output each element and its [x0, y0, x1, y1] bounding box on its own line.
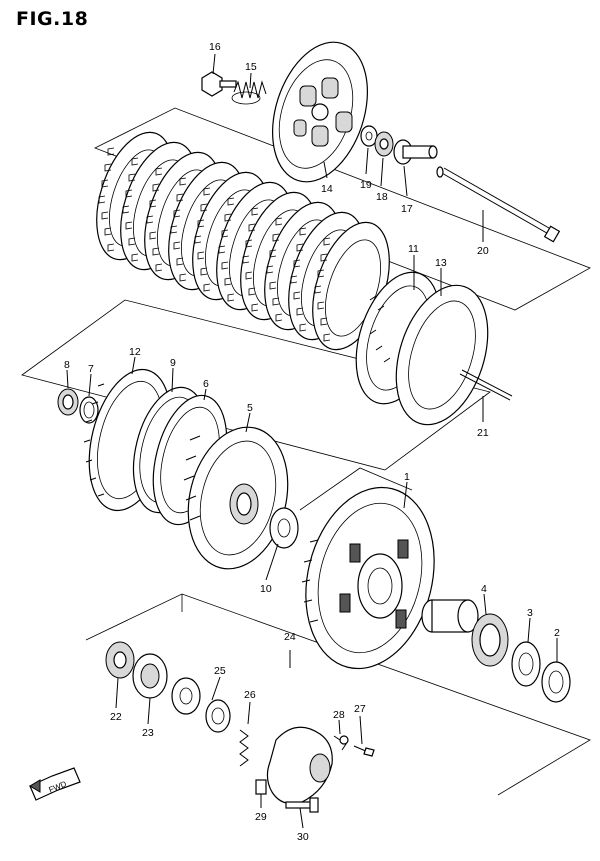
callout-28: 28 — [333, 709, 345, 721]
callout-2: 2 — [554, 627, 560, 639]
callout-17: 17 — [401, 203, 413, 215]
callout-30: 30 — [297, 831, 309, 843]
lifter-piece-17 — [393, 139, 438, 165]
washer-7 — [79, 396, 99, 424]
callout-27: 27 — [354, 703, 366, 715]
callout-4: 4 — [481, 583, 487, 595]
needle-bearing-4 — [471, 613, 509, 667]
leader-lines — [66, 53, 558, 829]
release-cover — [266, 726, 333, 805]
callout-8: 8 — [64, 359, 70, 371]
pressure-plate — [272, 41, 368, 183]
thrust-washer-10 — [269, 507, 299, 549]
cover-screw-30 — [285, 797, 319, 813]
callout-14: 14 — [321, 183, 333, 195]
callout-13: 13 — [435, 257, 447, 269]
oil-seal-22 — [105, 641, 135, 679]
dowel-pin-29 — [255, 779, 267, 795]
callout-5: 5 — [247, 402, 253, 414]
callout-16: 16 — [209, 41, 221, 53]
push-rod-20 — [436, 166, 561, 243]
callout-20: 20 — [477, 245, 489, 257]
cover-group-outline — [85, 593, 591, 796]
callout-23: 23 — [142, 727, 154, 739]
pressure-disc-13 — [395, 284, 489, 426]
callout-24: 24 — [284, 631, 296, 643]
callout-10: 10 — [260, 583, 272, 595]
callout-12: 12 — [129, 346, 141, 358]
clutch-bolt — [201, 71, 237, 97]
callout-26: 26 — [244, 689, 256, 701]
primary-group-outline — [299, 467, 413, 511]
forward-arrow-icon: FWD — [29, 767, 81, 801]
adjust-screw-27 — [353, 745, 375, 757]
clutch-housing-1 — [301, 486, 435, 670]
callout-19: 19 — [360, 179, 372, 191]
spacer-sleeve — [421, 599, 479, 633]
clutch-plate-stack — [96, 131, 390, 351]
callout-15: 15 — [245, 61, 257, 73]
callout-21: 21 — [477, 427, 489, 439]
callout-1: 1 — [404, 471, 410, 483]
return-spring-26 — [239, 729, 249, 767]
callout-11: 11 — [408, 243, 419, 255]
callout-9: 9 — [170, 357, 176, 369]
seal-ring — [205, 699, 231, 733]
push-rod-21 — [459, 369, 513, 401]
washer-3 — [511, 641, 541, 687]
callout-18: 18 — [376, 191, 388, 203]
cam-25 — [171, 677, 201, 715]
clutch-spring — [231, 80, 267, 105]
callout-29: 29 — [255, 811, 267, 823]
callout-22: 22 — [110, 711, 122, 723]
callout-6: 6 — [203, 378, 209, 390]
callout-7: 7 — [88, 363, 94, 375]
callout-numbers: 16 15 14 19 18 17 20 11 13 21 8 7 12 9 6… — [64, 41, 560, 843]
nut-2 — [541, 661, 571, 703]
figure-title: FIG.18 — [16, 8, 89, 30]
bearing-23 — [132, 653, 168, 699]
callout-25: 25 — [214, 665, 226, 677]
callout-3: 3 — [527, 607, 533, 619]
lever-28 — [333, 735, 349, 751]
